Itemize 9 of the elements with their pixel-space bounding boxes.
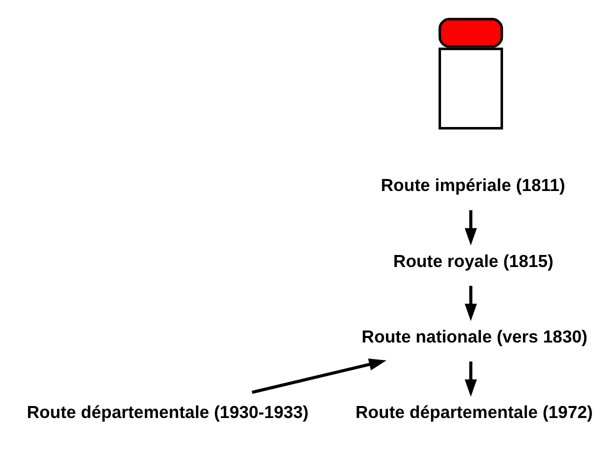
node-text: Route départementale (1972) bbox=[354, 402, 592, 422]
arrow bbox=[464, 361, 476, 397]
node-text: Route royale (1815) bbox=[392, 250, 553, 271]
arrow bbox=[464, 210, 476, 246]
node-text: Route nationale (vers 1830) bbox=[361, 326, 587, 346]
arrow bbox=[251, 358, 386, 394]
arrow bbox=[464, 286, 476, 322]
node-text: Route départementale (1930-1933) bbox=[26, 402, 308, 422]
node-text: Route impériale (1811) bbox=[380, 175, 565, 196]
